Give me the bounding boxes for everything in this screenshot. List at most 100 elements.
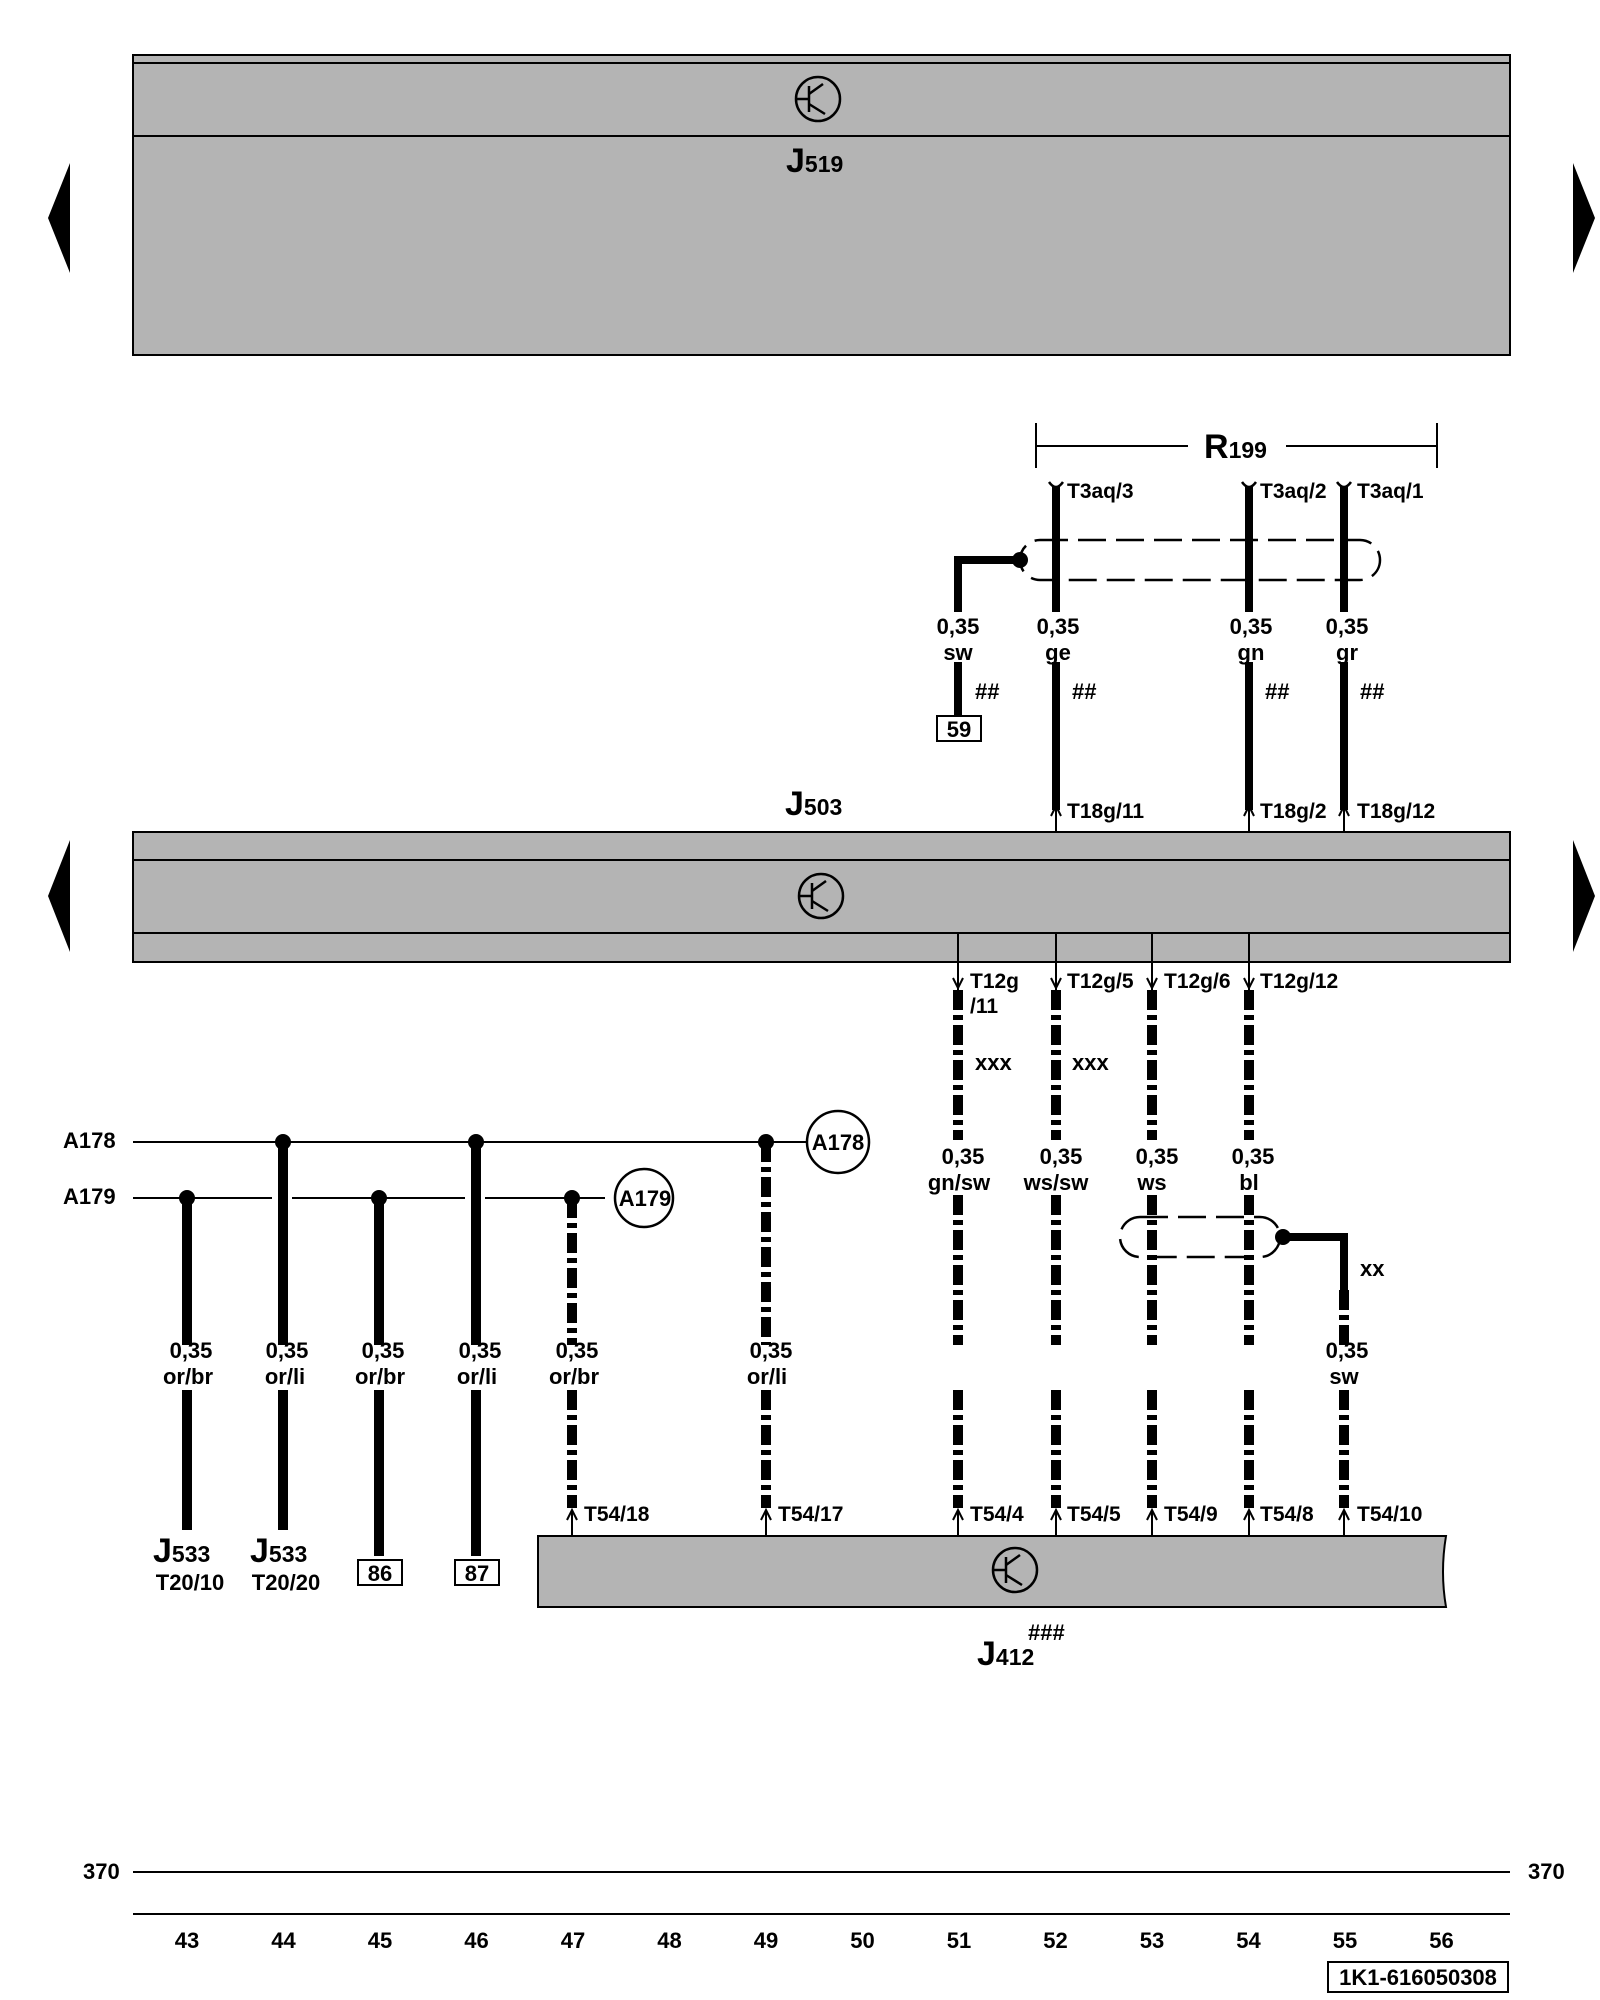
wire-color: ws/sw <box>1023 1170 1090 1195</box>
ruler-column-number: 54 <box>1236 1928 1261 1953</box>
j412-footnote: ### <box>1028 1620 1065 1645</box>
wire-size: 0,35 <box>1326 1338 1369 1363</box>
hash-mark: ## <box>1072 679 1096 704</box>
pin-t18g2: T18g/2 <box>1260 800 1327 823</box>
bus-a178-label: A178 <box>63 1128 116 1153</box>
pin-t12g6: T12g/6 <box>1164 970 1231 993</box>
pin-t3aq2: T3aq/2 <box>1260 480 1327 503</box>
j533-label: J533 <box>250 1532 307 1570</box>
pin-t54-5: T54/5 <box>1067 1503 1121 1526</box>
wire-size: 0,35 <box>266 1338 309 1363</box>
bus-a178-ref-label: A178 <box>812 1130 865 1155</box>
ruler-right-value: 370 <box>1528 1859 1565 1884</box>
wire-color: ge <box>1045 640 1071 665</box>
ruler-column-number: 44 <box>271 1928 296 1953</box>
ref-box-86 <box>357 1559 403 1586</box>
ref-box-59 <box>936 715 982 742</box>
j533-pin: T20/20 <box>252 1570 321 1595</box>
ruler-column-number: 53 <box>1140 1928 1164 1953</box>
hash-mark: ## <box>1360 679 1384 704</box>
next-page-arrow-icon[interactable] <box>1573 840 1595 952</box>
j503-bottom-pins: T12g /11 T12g/5 T12g/6 T12g/12 <box>952 933 1338 1018</box>
xxx-mark: xxx <box>1072 1050 1109 1075</box>
wire-color: gn <box>1238 640 1265 665</box>
wire-size: 0,35 <box>1230 614 1273 639</box>
optional-wires: xxx xxx xx 0,35 gn/sw 0,35 ws/sw 0,35 ws… <box>567 990 1385 1508</box>
ruler-column-number: 56 <box>1429 1928 1453 1953</box>
ruler-column-number: 47 <box>561 1928 585 1953</box>
transistor-icon <box>794 75 842 123</box>
j533-label: J533 <box>153 1532 210 1570</box>
hash-mark: ## <box>1265 679 1289 704</box>
ruler-column-number: 51 <box>947 1928 971 1953</box>
transistor-icon <box>797 872 845 920</box>
j519-control-unit: J519 <box>132 54 1511 356</box>
j503-top-pins: T18g/11 T18g/2 T18g/12 <box>1050 800 1435 860</box>
wire-color: ws <box>1136 1170 1166 1195</box>
wire-size: 0,35 <box>1232 1144 1275 1169</box>
next-page-arrow-icon[interactable] <box>1573 163 1595 273</box>
ref-box-86-label: 86 <box>368 1561 392 1586</box>
pin-t54-4: T54/4 <box>970 1503 1024 1526</box>
ref-box-87 <box>454 1559 500 1586</box>
wire-color: gn/sw <box>928 1170 991 1195</box>
j412-control-unit: J412 ### <box>537 1535 1448 1673</box>
ref-box-87-label: 87 <box>465 1561 489 1586</box>
ruler-column-number: 50 <box>850 1928 874 1953</box>
pin-t18g12: T18g/12 <box>1357 800 1435 823</box>
ruler-left-value: 370 <box>83 1859 120 1884</box>
wire-size: 0,35 <box>1136 1144 1179 1169</box>
bus-lines: A178 A179 A178 A179 <box>63 1109 871 1229</box>
pin-t54-18: T54/18 <box>584 1503 650 1526</box>
wire-color: or/br <box>355 1364 406 1389</box>
ruler-column-number: 55 <box>1333 1928 1357 1953</box>
wire-color: sw <box>943 640 973 665</box>
wire-color: sw <box>1329 1364 1359 1389</box>
pin-t18g11: T18g/11 <box>1067 800 1144 823</box>
ruler-column-number: 52 <box>1043 1928 1067 1953</box>
wire-size: 0,35 <box>170 1338 213 1363</box>
transistor-icon <box>991 1546 1039 1594</box>
pin-t12g5: T12g/5 <box>1067 970 1134 993</box>
solid-wires: 0,35 or/br 0,35 or/li 0,35 or/br 0,35 or… <box>153 1142 792 1595</box>
prev-page-arrow-icon[interactable] <box>48 163 70 273</box>
ruler-column-number: 49 <box>754 1928 778 1953</box>
pin-t54-9: T54/9 <box>1164 1503 1218 1526</box>
wire-color: or/br <box>549 1364 600 1389</box>
ruler-column-number: 46 <box>464 1928 488 1953</box>
pin-t54-10: T54/10 <box>1357 1503 1422 1526</box>
xx-mark: xx <box>1360 1256 1385 1281</box>
pin-t54-17: T54/17 <box>778 1503 843 1526</box>
j519-body <box>132 54 1511 356</box>
r199-bracket: R199 <box>1035 423 1438 468</box>
wire-size: 0,35 <box>1037 614 1080 639</box>
wire-size: 0,35 <box>459 1338 502 1363</box>
pin-t54-8: T54/8 <box>1260 1503 1314 1526</box>
pin-t12g11: T12g <box>970 970 1019 993</box>
wire-color: or/li <box>457 1364 497 1389</box>
cable-shield <box>1118 1215 1348 1290</box>
prev-page-arrow-icon[interactable] <box>48 840 70 952</box>
ruler-column-number: 43 <box>175 1928 199 1953</box>
j412-pins: T54/18 T54/17 T54/4 T54/5 T54/9 T54/8 T5… <box>566 1503 1422 1536</box>
j503-label: J503 <box>785 785 842 823</box>
wire-size: 0,35 <box>1040 1144 1083 1169</box>
cable-shield <box>954 538 1382 612</box>
bus-a179-ref-label: A179 <box>619 1186 672 1211</box>
wire-size: 0,35 <box>942 1144 985 1169</box>
wire-size: 0,35 <box>937 614 980 639</box>
r199-pins: T3aq/3 T3aq/2 T3aq/1 <box>1047 480 1424 503</box>
ruler-column-number: 48 <box>657 1928 681 1953</box>
j503-body <box>132 831 1511 963</box>
j533-pin: T20/10 <box>156 1570 225 1595</box>
wire-color: or/li <box>265 1364 305 1389</box>
wire-size: 0,35 <box>362 1338 405 1363</box>
bus-a179-label: A179 <box>63 1184 116 1209</box>
document-code: 1K1-616050308 <box>1339 1965 1497 1990</box>
ref-box-59-label: 59 <box>947 717 971 742</box>
wire-size: 0,35 <box>1326 614 1369 639</box>
document-code-box <box>1327 1961 1509 1993</box>
wire-size: 0,35 <box>750 1338 793 1363</box>
j412-label: J412 <box>977 1635 1034 1673</box>
r199-label: R199 <box>1204 428 1267 466</box>
